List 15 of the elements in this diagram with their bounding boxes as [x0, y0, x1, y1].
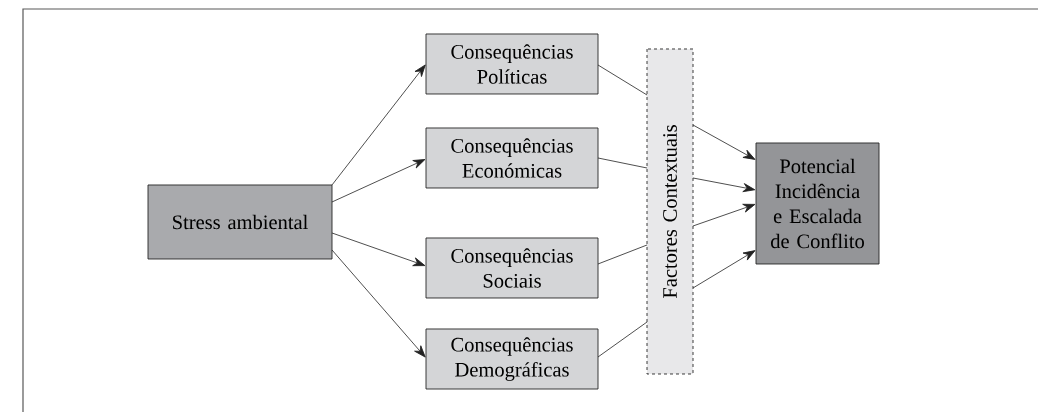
arrow	[331, 64, 426, 186]
outcome-box: Potencial Incidência e Escalada de Conflito	[755, 142, 880, 265]
context-band: Factores Contextuais	[646, 48, 694, 375]
consequence-box: Consequências Sociais	[425, 237, 599, 299]
consequence-box: Consequências Económicas	[425, 127, 599, 189]
process-box: Stress ambiental	[147, 184, 333, 260]
arrow	[331, 159, 426, 203]
consequence-box: Consequências Políticas	[425, 33, 599, 95]
arrow	[692, 124, 756, 160]
arrow	[692, 250, 756, 289]
arrow	[692, 203, 756, 227]
consequence-box: Consequências Demográficas	[425, 328, 599, 390]
arrow	[331, 249, 426, 358]
arrow	[331, 232, 426, 267]
arrow	[692, 177, 756, 193]
